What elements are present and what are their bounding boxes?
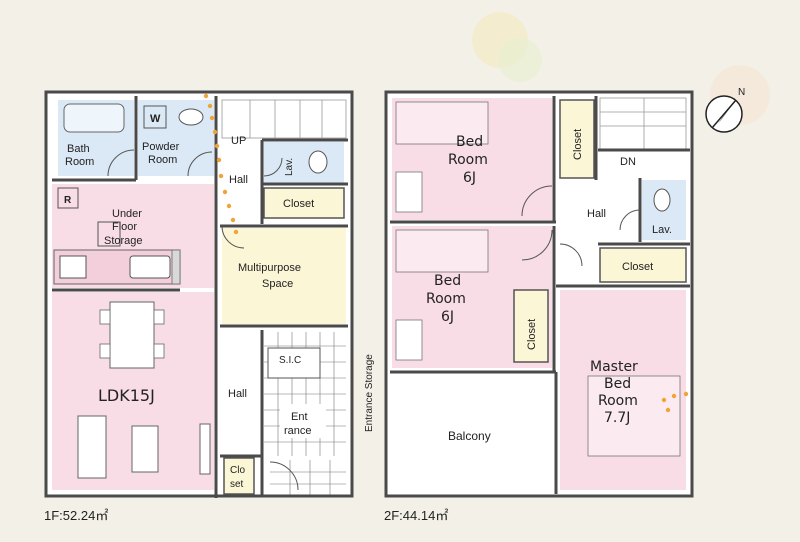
lav-1f-label: Lav. bbox=[284, 158, 295, 176]
powder-room-label: Powder bbox=[142, 141, 180, 153]
closet-small-label: Clo bbox=[230, 465, 245, 476]
compass-north-icon: N bbox=[705, 87, 745, 133]
balcony bbox=[392, 376, 552, 490]
closet-right bbox=[599, 247, 687, 283]
closet-mid bbox=[513, 289, 549, 363]
bed-room-2-label: Bed bbox=[434, 273, 461, 289]
hatch-icon bbox=[97, 221, 121, 247]
entrance-label-2: rance bbox=[284, 425, 312, 437]
coffee-table-icon bbox=[131, 425, 159, 473]
desk-2-icon bbox=[395, 319, 423, 361]
stairs-upper bbox=[221, 99, 347, 139]
entrance-label: Ent bbox=[291, 411, 308, 423]
tv-board-icon bbox=[199, 423, 211, 475]
closet-small-label-2: set bbox=[230, 479, 244, 490]
bed-room-1-label-2: Room bbox=[448, 152, 488, 168]
lav-2f-label: Lav. bbox=[652, 224, 672, 236]
stairs-up-label: UP bbox=[231, 135, 246, 147]
closet-1f bbox=[263, 187, 345, 219]
balcony-label: Balcony bbox=[448, 429, 491, 443]
multipurpose-label-2: Space bbox=[262, 278, 293, 290]
sic-label: S.I.C bbox=[279, 355, 301, 366]
closet-top-label: Closet bbox=[572, 129, 584, 160]
entrance-tiles bbox=[264, 332, 346, 456]
floor-1: Bath Room Powder Room W UP Lav. Hall Clo… bbox=[44, 90, 375, 498]
under-floor-label-3: Storage bbox=[104, 235, 143, 247]
multipurpose-label: Multipurpose bbox=[238, 262, 301, 274]
bed-room-1-size: 6J bbox=[463, 170, 476, 186]
master-label-2: Bed bbox=[604, 376, 631, 392]
route-dots bbox=[203, 93, 239, 235]
powder-room-label-2: Room bbox=[148, 154, 177, 166]
hall-lower-label: Hall bbox=[228, 388, 247, 400]
floor-2: Bed Room 6J Closet DN Hall Lav. Closet B… bbox=[384, 90, 694, 498]
closet-right-label: Closet bbox=[622, 261, 653, 273]
washer-mark: W bbox=[150, 113, 161, 125]
dining-table-icon bbox=[109, 301, 155, 369]
closet-small bbox=[223, 457, 255, 495]
closet-top bbox=[559, 99, 595, 179]
compass-label: N bbox=[738, 87, 745, 98]
under-floor-label-2: Floor bbox=[112, 221, 137, 233]
sofa-icon bbox=[77, 415, 107, 479]
under-floor-label: Under bbox=[112, 208, 142, 220]
desk-icon bbox=[395, 171, 423, 213]
bed-room-2-size: 6J bbox=[441, 309, 454, 325]
hall-2f-label: Hall bbox=[587, 208, 606, 220]
entrance-storage-label: Entrance Storage bbox=[364, 354, 375, 432]
hall-lower bbox=[222, 332, 262, 456]
stairs-2f bbox=[599, 97, 687, 151]
bed-room-1-label: Bed bbox=[456, 134, 483, 150]
bath-room-label-2: Room bbox=[65, 156, 94, 168]
ldk-label: LDK15J bbox=[98, 386, 155, 405]
master-label: Master bbox=[590, 359, 638, 375]
bg-blob bbox=[498, 38, 542, 82]
master-label-3: Room bbox=[598, 393, 638, 409]
dn-label: DN bbox=[620, 156, 636, 168]
sink-icon bbox=[178, 108, 204, 126]
stove-icon bbox=[59, 255, 87, 279]
floor-1-area-label: 1F:52.24㎡ bbox=[44, 508, 109, 523]
toilet-icon bbox=[308, 150, 328, 174]
bath-room-label: Bath bbox=[67, 143, 90, 155]
floor-2-area-label: 2F:44.14㎡ bbox=[384, 508, 449, 523]
fridge-mark: R bbox=[64, 195, 72, 206]
hall-upper-label: Hall bbox=[229, 174, 248, 186]
bed-icon bbox=[395, 101, 489, 145]
fridge-icon bbox=[57, 187, 79, 209]
master-size: 7.7J bbox=[604, 410, 630, 426]
multipurpose-space bbox=[222, 228, 346, 324]
master-bed-icon bbox=[587, 375, 681, 457]
bathtub-icon bbox=[63, 103, 125, 133]
washer-icon bbox=[143, 105, 167, 129]
lav-1f bbox=[262, 142, 344, 184]
closet-1f-label: Closet bbox=[283, 198, 314, 210]
toilet-2f-icon bbox=[653, 188, 671, 212]
f1-walls bbox=[44, 90, 354, 498]
bed-room-2-label-2: Room bbox=[426, 291, 466, 307]
closet-mid-label: Closet bbox=[526, 319, 538, 350]
bed-2-icon bbox=[395, 229, 489, 273]
kitchen-sink-icon bbox=[129, 255, 171, 279]
f2-walls bbox=[384, 90, 694, 498]
route-dots-2f bbox=[661, 391, 689, 413]
